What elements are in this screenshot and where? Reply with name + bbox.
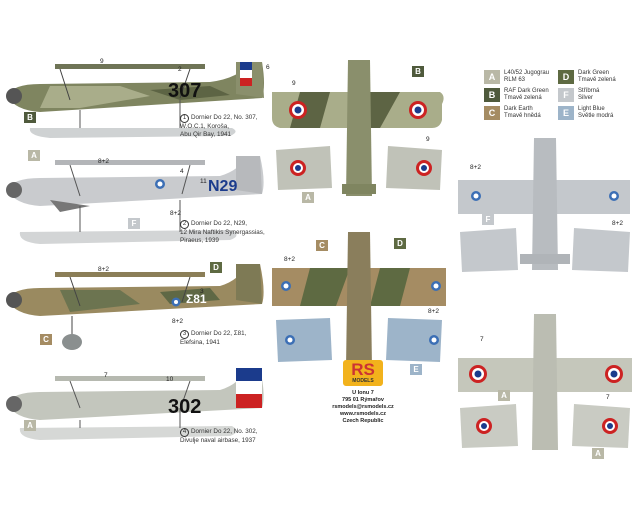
callout: 7 — [104, 372, 108, 379]
callout: 10 — [166, 376, 174, 383]
legend-swatch: C — [484, 106, 500, 120]
legend-swatch: F — [558, 88, 574, 102]
plan-3-marker-e: E — [410, 364, 422, 375]
profile-1-marker-b: B — [24, 112, 36, 123]
callout: 3 — [200, 288, 204, 295]
profile-3-aircraft — [6, 264, 264, 350]
callout: 8+2 — [428, 308, 440, 315]
legend-swatch: E — [558, 106, 574, 120]
callout: 6 — [266, 64, 270, 71]
plan-3-marker-d: D — [394, 238, 406, 249]
plan-3-marker-c: C — [316, 240, 328, 251]
callout: 4 — [180, 168, 184, 175]
profile-3-marker-d: D — [210, 262, 222, 273]
callout: 8+2 — [470, 164, 482, 171]
callout: 7 — [480, 336, 484, 343]
profile-4-marker-a: A — [24, 420, 36, 431]
callout: 8+2 — [172, 318, 184, 325]
plan-1-top-view — [272, 60, 444, 196]
plan-4-marker-a: A — [592, 448, 604, 459]
callout: 11 — [200, 178, 207, 185]
profile-1-marker-a: A — [28, 150, 40, 161]
plan-4-under-wings — [460, 404, 630, 448]
profile-3-code: Σ81 — [186, 292, 207, 306]
plan-1-marker-a: A — [302, 192, 314, 203]
callout: 2 — [178, 66, 182, 73]
plan-4-top-view — [458, 314, 632, 450]
plan-3-top-view — [272, 232, 446, 368]
plan-3-under-wings — [276, 318, 442, 362]
rs-logo-text: RS — [351, 360, 375, 379]
profile-4-aircraft — [6, 368, 264, 440]
address-block: U Ionu 7 795 01 Rýmařov rsmodels@rsmodel… — [332, 390, 394, 424]
callout: 8+2 — [284, 256, 296, 263]
plan-2-marker-f: F — [482, 214, 494, 225]
callout: 8+2 — [98, 158, 110, 165]
legend-swatch: B — [484, 88, 500, 102]
callout: 8+2 — [170, 210, 182, 217]
profile-2-aircraft — [6, 156, 264, 244]
plan-2-under-wings — [460, 228, 630, 272]
callout: 9 — [100, 58, 104, 65]
plan-1-marker-b: B — [412, 66, 424, 77]
legend-swatch: A — [484, 70, 500, 84]
callout: 9 — [426, 136, 430, 143]
plan-4-marker-a: A — [498, 390, 510, 401]
profile-2-code: N29 — [208, 178, 238, 195]
callout: 7 — [606, 394, 610, 401]
profile-1-code: 307 — [168, 80, 202, 102]
rs-logo-sub: MODELS — [352, 378, 374, 384]
rs-models-logo — [343, 360, 383, 386]
plan-1-under-wings — [276, 146, 442, 190]
callout: 8+2 — [612, 220, 624, 227]
profile-1-aircraft — [6, 62, 264, 138]
plan-2-top-view — [458, 138, 630, 270]
profile-3-marker-c: C — [40, 334, 52, 345]
profile-2-marker-f: F — [128, 218, 140, 229]
legend-swatch: D — [558, 70, 574, 84]
profile-4-code: 302 — [168, 396, 202, 418]
callout: 8+2 — [98, 266, 110, 273]
callout: 9 — [292, 80, 296, 87]
